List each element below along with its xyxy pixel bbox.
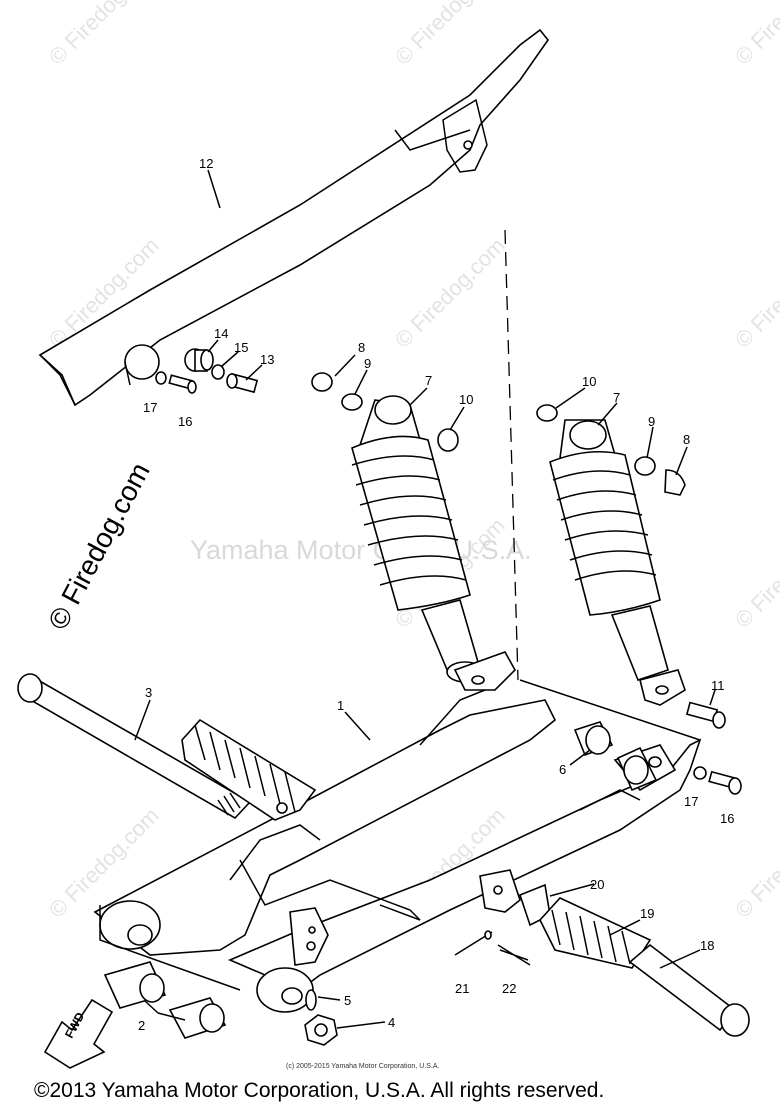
callout-10: 10 xyxy=(459,392,473,407)
callout-11: 11 xyxy=(711,678,725,693)
center-watermark: Yamaha Motor Corp., U.S.A. xyxy=(190,535,532,565)
callout-7: 7 xyxy=(425,373,432,388)
callout-16: 16 xyxy=(720,811,734,826)
callout-17: 17 xyxy=(143,400,157,415)
swing-arm xyxy=(93,679,702,1013)
callout-16: 16 xyxy=(178,414,192,429)
callout-22: 22 xyxy=(502,981,516,996)
forward-arrow-icon xyxy=(43,998,114,1069)
callout-7: 7 xyxy=(613,390,620,405)
callout-15: 15 xyxy=(234,340,248,355)
right-footrest-assembly xyxy=(454,869,750,1037)
left-shock-absorber xyxy=(311,372,516,691)
swing-arm-bushings xyxy=(103,721,742,1046)
callout-18: 18 xyxy=(700,938,714,953)
callout-leaders xyxy=(134,169,716,1029)
callout-6: 6 xyxy=(559,762,566,777)
left-footrest xyxy=(181,718,317,821)
callout-8: 8 xyxy=(683,432,690,447)
callout-1: 1 xyxy=(337,698,344,713)
callout-2: 2 xyxy=(138,1018,145,1033)
callout-13: 13 xyxy=(260,352,274,367)
small-copyright: (c) 2005-2015 Yamaha Motor Corporation, … xyxy=(286,1063,440,1070)
alignment-line xyxy=(504,229,519,681)
callout-21: 21 xyxy=(455,981,469,996)
callout-19: 19 xyxy=(640,906,654,921)
callout-12: 12 xyxy=(199,156,213,171)
callout-14: 14 xyxy=(214,326,228,341)
right-shock-absorber xyxy=(536,404,726,729)
chain-case xyxy=(38,28,549,407)
callout-5: 5 xyxy=(344,993,351,1008)
callout-20: 20 xyxy=(590,877,604,892)
callout-9: 9 xyxy=(648,414,655,429)
callout-9: 9 xyxy=(364,356,371,371)
chain-case-hardware xyxy=(155,348,259,394)
copyright-footer: ©2013 Yamaha Motor Corporation, U.S.A. A… xyxy=(34,1079,605,1102)
callout-10: 10 xyxy=(582,374,596,389)
callout-3: 3 xyxy=(145,685,152,700)
callout-8: 8 xyxy=(358,340,365,355)
callout-17: 17 xyxy=(684,794,698,809)
callout-4: 4 xyxy=(388,1015,395,1030)
